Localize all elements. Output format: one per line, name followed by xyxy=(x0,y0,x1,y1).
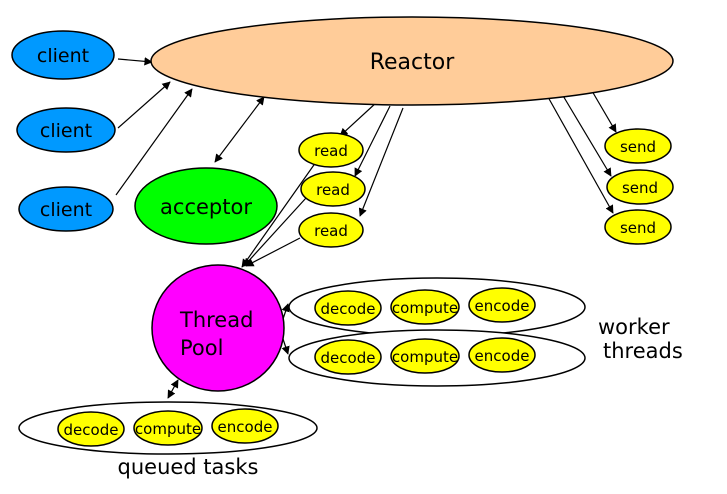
client-node-3: client xyxy=(18,186,114,232)
task-compute-label: compute xyxy=(135,420,201,438)
task-compute-label: compute xyxy=(392,348,458,366)
edge-client3-reactor xyxy=(115,88,193,196)
send-ellipse-2 xyxy=(606,169,674,205)
task-decode-ellipse xyxy=(314,290,382,326)
task-decode-label: decode xyxy=(321,349,376,367)
client-ellipse-3 xyxy=(18,186,114,232)
worker-threads-label-line1: worker xyxy=(598,315,670,339)
edge-read3-pool xyxy=(245,237,301,267)
edge-client1-reactor xyxy=(117,57,153,66)
edge-reactor-read2 xyxy=(354,105,391,177)
client-ellipse-1 xyxy=(11,30,115,80)
task-encode-label: encode xyxy=(218,418,273,436)
edges xyxy=(115,57,617,399)
task-encode-ellipse xyxy=(211,408,279,444)
edge-client2-reactor xyxy=(117,81,171,129)
edge-reactor-read3 xyxy=(358,107,404,217)
task-compute-ellipse xyxy=(390,338,460,374)
read-node-1: read xyxy=(298,132,364,168)
send-ellipse-3 xyxy=(604,209,672,245)
thread-pool-label-line1: Thread xyxy=(179,308,253,332)
task-encode-label: encode xyxy=(475,347,530,365)
edge-acceptor-reactor xyxy=(214,96,265,163)
client-ellipse-2 xyxy=(16,107,116,153)
task-encode-label: encode xyxy=(475,297,530,315)
task-compute-ellipse xyxy=(390,289,460,325)
reactor-ellipse xyxy=(150,16,674,106)
edge-pool-queue xyxy=(167,379,179,399)
worker-thread-row-1: decode compute encode xyxy=(288,277,586,337)
send-ellipse-1 xyxy=(604,128,672,164)
worker-threads-label-line2: threads xyxy=(603,339,683,363)
send-node-1: send xyxy=(604,128,672,164)
read-label-3: read xyxy=(314,222,348,240)
read-ellipse-2 xyxy=(300,171,366,207)
worker-thread-row-2: decode compute encode xyxy=(288,329,586,387)
edge-read2-pool xyxy=(243,197,307,267)
queued-tasks-row: decode compute encode xyxy=(18,401,318,455)
read-ellipse-1 xyxy=(298,132,364,168)
send-label-1: send xyxy=(620,138,656,156)
task-encode-ellipse xyxy=(468,337,536,373)
edge-reactor-read1 xyxy=(339,101,378,137)
thread-pool-ellipse xyxy=(151,264,285,392)
task-decode-label: decode xyxy=(321,300,376,318)
acceptor-ellipse xyxy=(134,167,278,245)
read-label-1: read xyxy=(314,142,348,160)
send-label-3: send xyxy=(620,219,656,237)
client-label-2: client xyxy=(40,120,92,142)
acceptor-node: acceptor xyxy=(134,167,278,245)
read-ellipse-3 xyxy=(298,212,364,248)
acceptor-label: acceptor xyxy=(160,195,252,219)
edge-reactor-send2 xyxy=(561,93,612,177)
client-label-3: client xyxy=(40,199,92,221)
edge-reactor-send3 xyxy=(547,96,614,214)
task-decode-label: decode xyxy=(64,421,119,439)
client-node-2: client xyxy=(16,107,116,153)
thread-pool-node: Thread Pool xyxy=(151,264,285,392)
thread-pool-label-line2: Pool xyxy=(180,336,223,360)
task-compute-label: compute xyxy=(392,299,458,317)
client-label-1: client xyxy=(37,45,89,67)
edge-reactor-send1 xyxy=(591,90,617,133)
read-label-2: read xyxy=(316,181,350,199)
reactor-label: Reactor xyxy=(370,50,455,75)
task-encode-ellipse xyxy=(468,287,536,323)
send-node-3: send xyxy=(604,209,672,245)
client-node-1: client xyxy=(11,30,115,80)
reactor-node: Reactor xyxy=(150,16,674,106)
read-node-3: read xyxy=(298,212,364,248)
task-compute-ellipse xyxy=(133,410,203,446)
edge-read1-pool xyxy=(241,161,317,268)
queued-tasks-label: queued tasks xyxy=(118,455,259,479)
send-label-2: send xyxy=(622,179,658,197)
task-decode-ellipse xyxy=(314,339,382,375)
read-node-2: read xyxy=(300,171,366,207)
send-node-2: send xyxy=(606,169,674,205)
task-decode-ellipse xyxy=(57,411,125,447)
